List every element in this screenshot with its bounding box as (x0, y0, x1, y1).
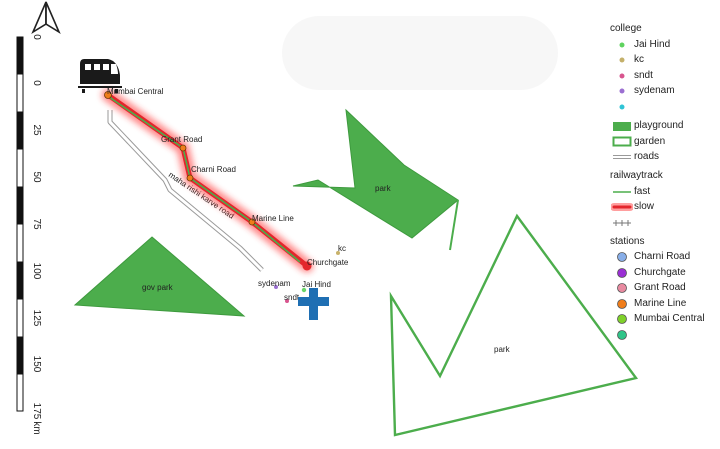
station-symbol-icon (610, 267, 634, 279)
legend-label: roads (634, 151, 660, 163)
fill-symbol-icon (610, 121, 634, 132)
legend-item: garden (610, 134, 718, 150)
scale-tick-label: 0 (31, 80, 42, 86)
legend-item: sydenam (610, 84, 718, 100)
scale-tick-label: 125 (31, 310, 42, 327)
line-symbol-icon (610, 189, 634, 195)
legend-item (610, 99, 718, 115)
legend-label: sndt (634, 69, 653, 81)
station-symbol-icon (610, 329, 634, 341)
legend-item (610, 327, 718, 343)
college-label: sndt (284, 293, 300, 302)
legend-item: sndt (610, 68, 718, 84)
outline-symbol-icon (610, 136, 634, 147)
legend-item: fast (610, 184, 718, 200)
scale-bar: 0 0 25 50 75 100 125 150 175 km (16, 34, 42, 435)
station-charni-road[interactable] (186, 174, 194, 182)
legend-label: Mumbai Central (634, 313, 705, 325)
hospital-cross-icon (298, 288, 329, 320)
college-sndt[interactable] (285, 299, 289, 303)
legend-label: Marine Line (634, 297, 687, 309)
legend-item: Jai Hind (610, 37, 718, 53)
station-grant-road[interactable] (179, 144, 187, 152)
station-label: Grant Road (161, 135, 202, 144)
scale-tick-label: 50 (31, 171, 42, 183)
college-sydenam[interactable] (274, 285, 278, 289)
legend-item: Charni Road (610, 250, 718, 266)
station-label: Churchgate (307, 258, 349, 267)
garden-park-label: park (494, 345, 511, 354)
legend-item (610, 215, 718, 231)
station-churchgate[interactable] (302, 261, 312, 271)
scale-tick-label: 175 (31, 403, 42, 420)
scale-tick-label: 100 (31, 263, 42, 280)
station-symbol-icon (610, 282, 634, 294)
college-label: sydenam (258, 279, 291, 288)
playground-gov-park-label: gov park (142, 283, 174, 292)
point-symbol-icon (610, 71, 634, 81)
legend-item: playground (610, 119, 718, 135)
point-symbol-icon (610, 86, 634, 96)
railway-slow[interactable] (101, 88, 314, 273)
north-arrow-icon (31, 1, 61, 35)
legend-label: playground (634, 120, 684, 132)
scale-tick-label: 75 (31, 218, 42, 230)
college-kc[interactable] (336, 251, 340, 255)
station-symbol-icon (610, 251, 634, 263)
legend-label: kc (634, 54, 644, 66)
legend-title-stations: stations (610, 235, 645, 247)
station-symbol-icon (610, 313, 634, 325)
station-label: Marine Line (252, 214, 294, 223)
railway-fast[interactable] (107, 94, 301, 263)
scale-top-label: 0 (31, 34, 42, 40)
college-label: Jai Hind (302, 280, 331, 289)
station-mumbai-central[interactable] (104, 91, 112, 99)
point-symbol-icon (610, 40, 634, 50)
road-maha-rishi-karve[interactable] (107, 110, 264, 272)
legend-label: garden (634, 135, 666, 147)
legend-item: roads (610, 150, 718, 166)
college-label: kc (338, 244, 346, 253)
legend-label: Churchgate (634, 266, 686, 278)
legend-item: Mumbai Central (610, 312, 718, 328)
scale-unit: km (31, 421, 42, 434)
track-symbol-icon (610, 219, 634, 227)
legend-title-railwaytrack: railwaytrack (610, 170, 663, 181)
glow-line-symbol-icon (610, 201, 634, 213)
point-symbol-icon (610, 55, 634, 65)
legend-label: Jai Hind (634, 38, 671, 50)
legend-label: Charni Road (634, 251, 691, 263)
road-symbol-icon (610, 153, 634, 161)
garden-park-edge (449, 199, 459, 251)
garden-park[interactable] (389, 213, 639, 437)
legend-title-college: college (610, 23, 642, 34)
playground-park-label: park (375, 184, 392, 193)
scale-tick-label: 150 (31, 356, 42, 373)
legend-item: slow (610, 200, 718, 216)
scale-tick-label: 25 (31, 124, 42, 136)
station-label: Charni Road (191, 165, 236, 174)
legend: college Jai Hind kc sndt sydenam playgro… (610, 22, 718, 343)
college-jai-hind[interactable] (301, 287, 307, 293)
background-blob (282, 16, 558, 90)
playground-park[interactable] (292, 108, 459, 239)
legend-label: slow (634, 201, 655, 213)
train-icon (78, 59, 122, 93)
legend-item: Grant Road (610, 281, 718, 297)
station-symbol-icon (610, 298, 634, 310)
legend-label: Grant Road (634, 282, 686, 294)
legend-item: Churchgate (610, 265, 718, 281)
point-symbol-icon (610, 102, 634, 112)
legend-label: sydenam (634, 85, 675, 97)
legend-item: kc (610, 53, 718, 69)
legend-label: fast (634, 185, 651, 197)
station-marine-line[interactable] (248, 218, 256, 226)
playground-gov-park[interactable] (73, 236, 246, 317)
legend-item: Marine Line (610, 296, 718, 312)
station-label: Mumbai Central (107, 87, 164, 96)
